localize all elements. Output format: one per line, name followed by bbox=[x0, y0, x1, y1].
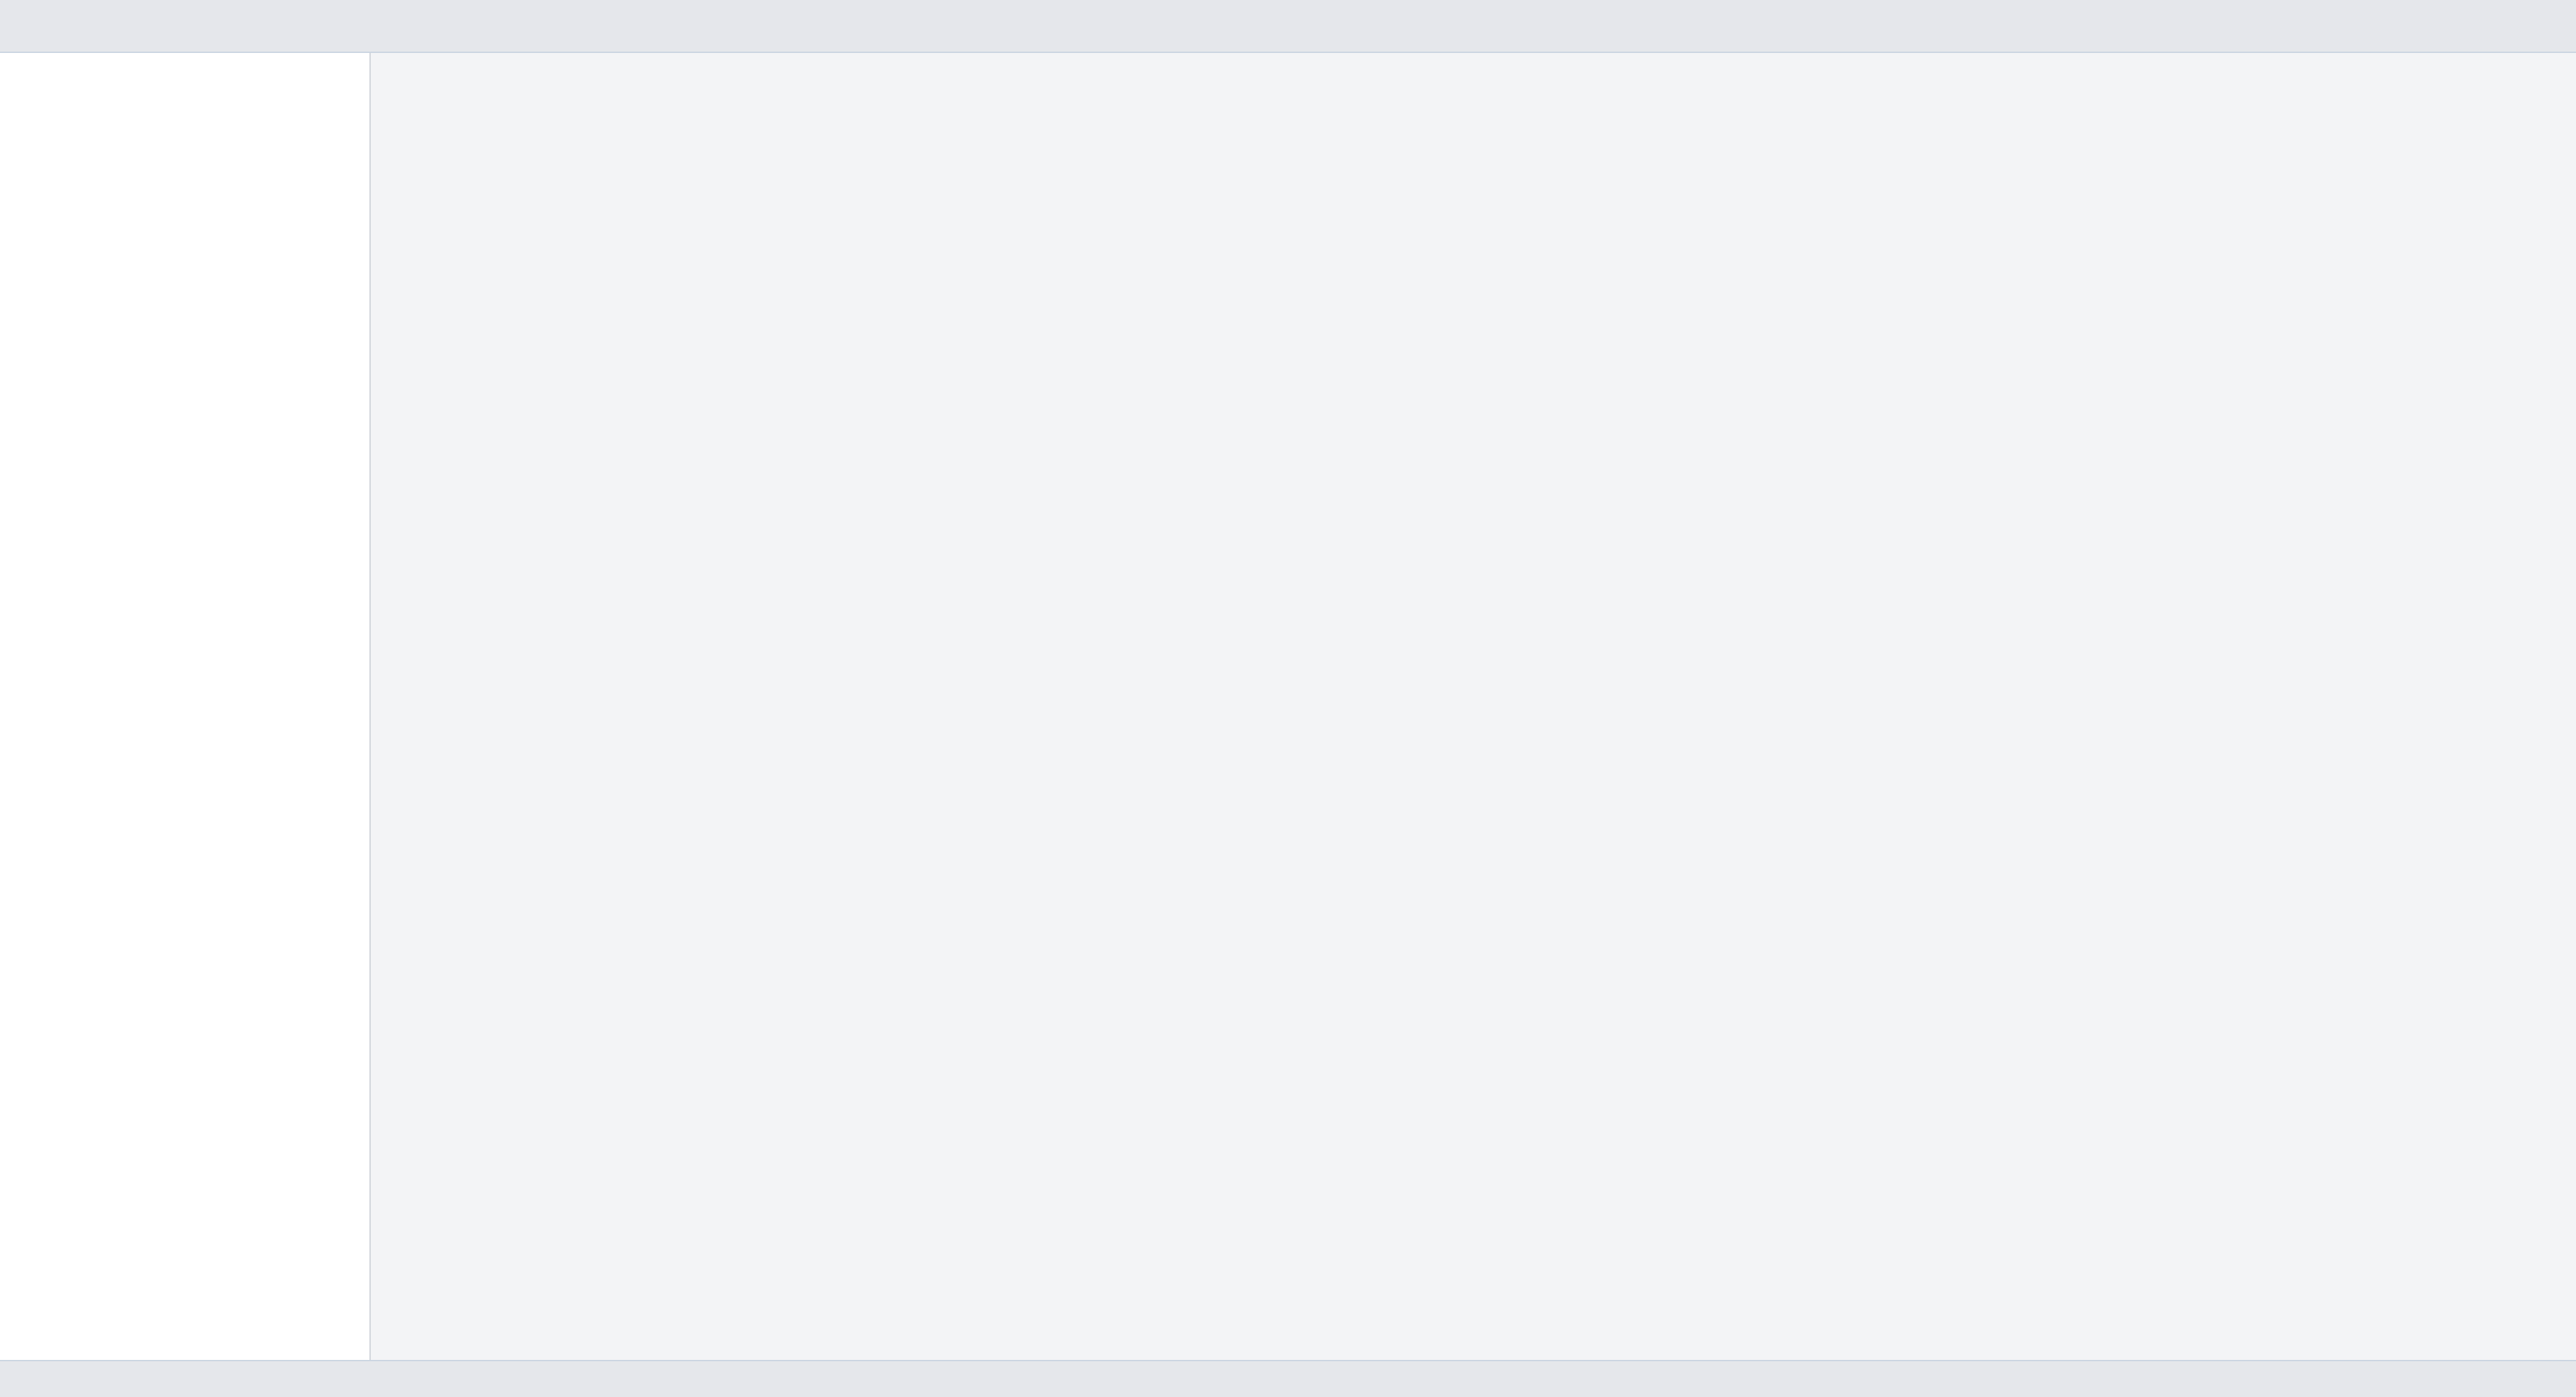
main-content bbox=[371, 53, 2576, 1360]
title-bar bbox=[0, 0, 2576, 53]
status-bar bbox=[0, 1360, 2576, 1397]
sidebar bbox=[0, 53, 371, 1360]
app-body bbox=[0, 53, 2576, 1360]
